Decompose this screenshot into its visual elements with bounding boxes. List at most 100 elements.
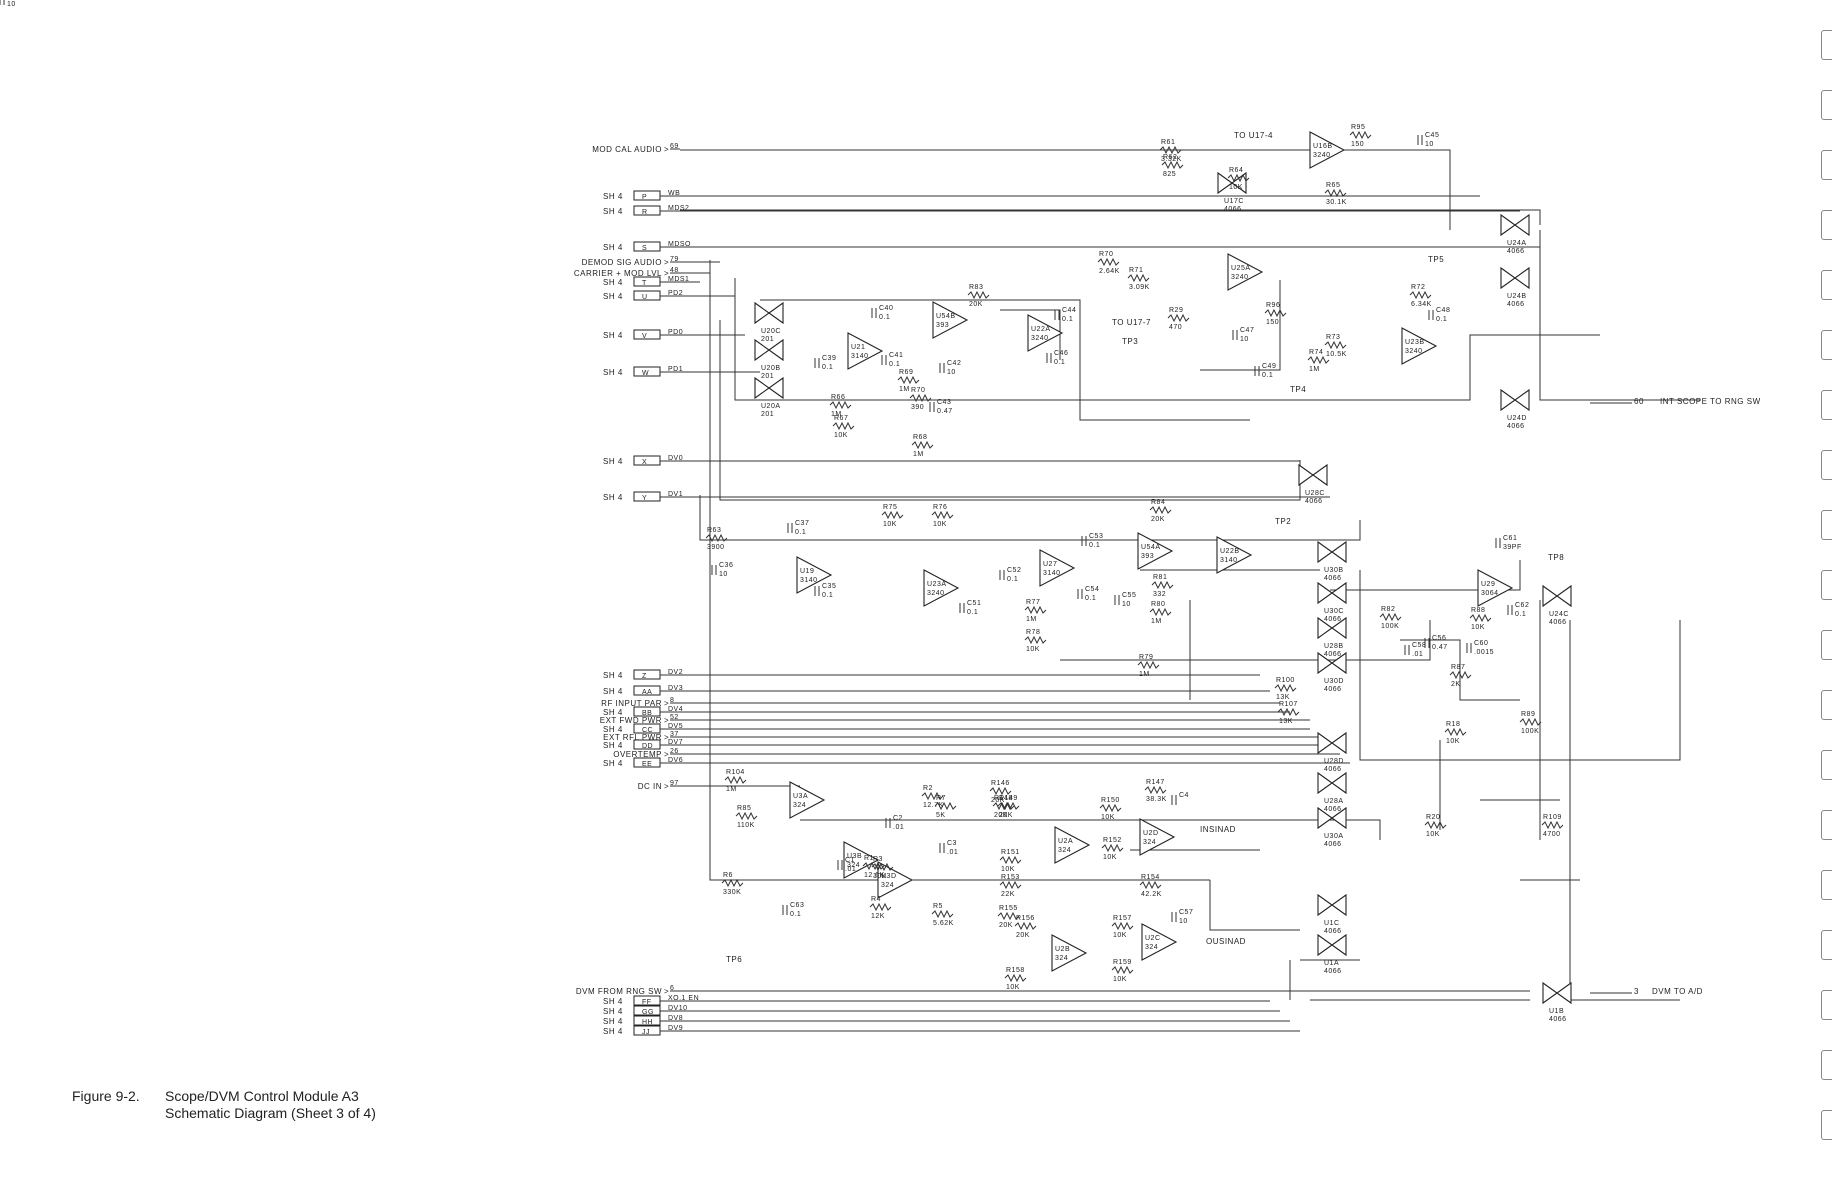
- capacitor-ref: C42: [947, 360, 961, 367]
- resistor-symbol: [871, 862, 894, 872]
- amplifier-ref: U2A: [1058, 838, 1073, 845]
- resistor-ref: R107: [1279, 701, 1298, 708]
- switch-ref: U20C: [761, 328, 781, 335]
- signal-pin: DV4: [668, 706, 683, 713]
- resistor-ref: R7: [936, 795, 946, 802]
- resistor-symbol: [1379, 612, 1402, 622]
- resistor-value: 10K: [1001, 866, 1015, 873]
- resistor-symbol: [897, 375, 920, 385]
- signal-sheet-ref: SH 4: [603, 759, 623, 768]
- resistor-value: 10K: [1103, 854, 1117, 861]
- resistor-ref: R87: [1451, 664, 1465, 671]
- resistor-ref: R1: [864, 855, 874, 862]
- amplifier-symbol: [932, 301, 969, 339]
- resistor-symbol: [1144, 785, 1167, 795]
- connector-box: [633, 669, 661, 680]
- resistor: R75 10K: [881, 504, 904, 528]
- resistor-ref: R157: [1113, 915, 1132, 922]
- capacitor-value: 0.1: [1085, 595, 1096, 602]
- connector-label: T: [642, 280, 647, 287]
- output-int-scope: 60 INT SCOPE TO RNG SW: [1590, 397, 1760, 406]
- switch-ref: U30A: [1324, 833, 1344, 840]
- binder-tab: [1821, 270, 1832, 300]
- resistor-value: 390: [911, 404, 924, 411]
- resistor-value: 10K: [883, 521, 897, 528]
- resistor-value: 20K: [994, 812, 1008, 819]
- signal-name: EXT RFL PWR: [603, 733, 662, 742]
- switch-symbol: [1317, 893, 1347, 917]
- amplifier-symbol: [1216, 536, 1253, 574]
- resistor-symbol: [999, 855, 1022, 865]
- signal-arrow: >: [664, 269, 669, 278]
- resistor-value: 5.62K: [933, 920, 954, 927]
- signal-sheet-ref: SH 4: [603, 207, 623, 216]
- signal-sheet-ref: SH 4: [603, 687, 623, 696]
- signal-pin: 52: [670, 714, 679, 721]
- signal-name: RF INPUT PAR: [601, 699, 662, 708]
- amplifier-ref: U22A: [1031, 326, 1051, 333]
- switch-symbol: [1317, 933, 1347, 957]
- resistor-symbol: [992, 801, 1015, 811]
- resistor-ref: R85: [737, 805, 751, 812]
- signal-sheet-ref: SH 4: [603, 671, 623, 680]
- resistor-value: 3.32K: [1161, 156, 1182, 163]
- resistor-value: 1M: [1139, 671, 1150, 678]
- amplifier-ref: U54A: [1141, 544, 1161, 551]
- capacitor-value: 0.1: [889, 361, 900, 368]
- capacitor-value: 0.1: [795, 529, 806, 536]
- bus-wires: [680, 149, 1700, 1001]
- switch-type: 4066: [1507, 423, 1525, 430]
- resistor-value: 470: [1169, 324, 1182, 331]
- binder-tab: [1821, 150, 1832, 180]
- signal-pin: WB: [668, 190, 680, 197]
- resistor-value: 3900: [707, 544, 725, 551]
- resistor-value: 110K: [737, 822, 755, 829]
- amplifier-group: U16B3240U25A3240U23B3240U213140U54B393U2…: [789, 131, 1514, 972]
- resistor: R55.62K: [931, 903, 954, 927]
- resistor-ref: R109: [1543, 814, 1562, 821]
- resistor-ref: R95: [1351, 124, 1365, 131]
- switch-symbol: [1317, 540, 1347, 564]
- resistor-symbol: [1159, 145, 1182, 155]
- resistor-symbol: [1541, 820, 1564, 830]
- capacitor-ref: C4: [1179, 792, 1189, 799]
- resistor-value: 330K: [723, 889, 741, 896]
- amplifier-symbol: [789, 781, 826, 819]
- resistor-value: 20K: [991, 797, 1005, 804]
- resistor-symbol: [705, 533, 728, 543]
- switch-symbol: [1317, 771, 1347, 795]
- tp5-label: TP5: [1428, 255, 1444, 264]
- resistor-value: 20K: [999, 922, 1013, 929]
- resistor-ref: R75: [883, 504, 897, 511]
- resistor-value: 10K: [1426, 831, 1440, 838]
- switch-symbol: [1500, 266, 1530, 290]
- connector-label: Y: [642, 495, 647, 502]
- capacitor-ref: C47: [1240, 327, 1254, 334]
- capacitor-value: 10: [7, 1, 16, 8]
- resistor-ref: R147: [1146, 779, 1165, 786]
- capacitor-ref: C36: [719, 562, 733, 569]
- resistor-ref: R64: [1229, 167, 1243, 174]
- resistor-symbol: [1111, 921, 1134, 931]
- switch-ref: U1B: [1549, 1008, 1564, 1015]
- signal-sheet-ref: SH 4: [603, 725, 623, 734]
- signal-sheet-ref: SH 4: [603, 997, 623, 1006]
